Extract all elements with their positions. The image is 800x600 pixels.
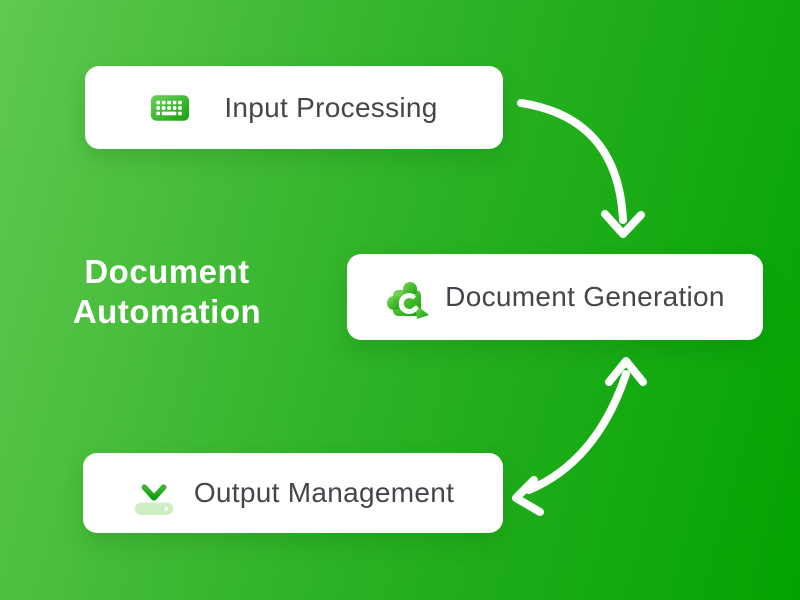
node-label: Output Management: [193, 477, 455, 508]
node-output-management[interactable]: Output Management: [83, 453, 503, 533]
node-input-processing[interactable]: Input Processing: [85, 66, 503, 149]
node-document-generation[interactable]: Document Generation: [347, 254, 763, 340]
arrow-input-to-generation: [517, 99, 645, 238]
title-line-1: Document: [84, 253, 250, 290]
node-label: Input Processing: [224, 91, 438, 123]
puzzle-automation-icon: [385, 274, 431, 320]
download-icon: [132, 471, 176, 515]
title-line-2: Automation: [72, 293, 262, 330]
node-label: Document Generation: [445, 281, 725, 312]
arrow-generation-output-two-way: [512, 357, 647, 516]
keyboard-icon: [150, 93, 190, 123]
diagram-title: Document Automation: [38, 252, 296, 332]
